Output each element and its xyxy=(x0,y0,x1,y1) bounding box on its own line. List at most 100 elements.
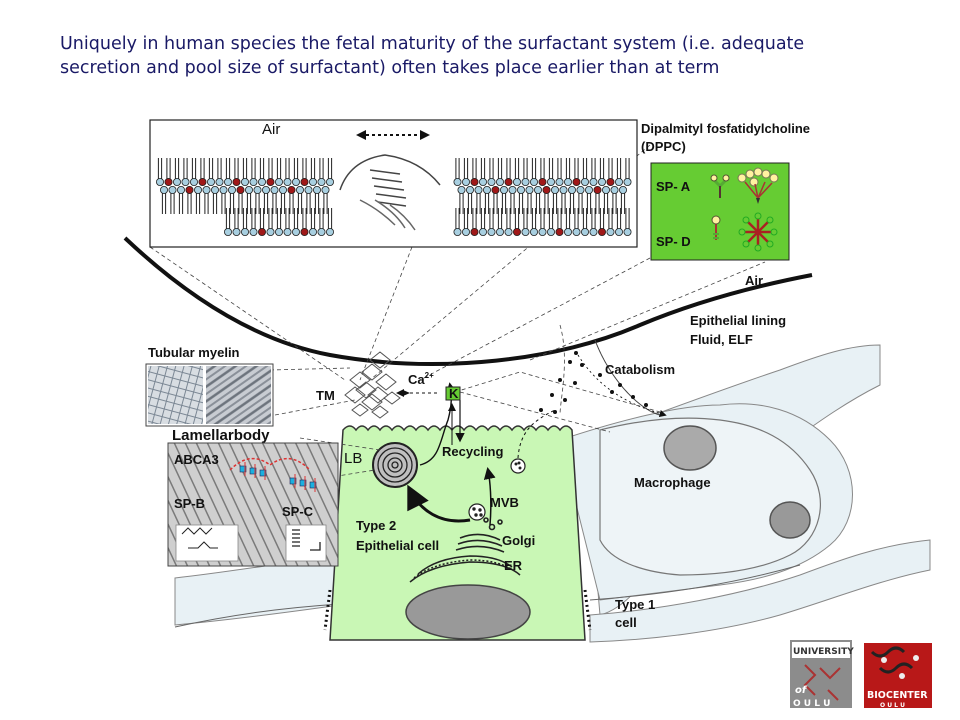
phospholipid xyxy=(487,208,496,236)
phospholipid xyxy=(266,158,275,186)
phospholipid xyxy=(300,158,309,186)
tubular-myelin-micrograph xyxy=(145,363,274,427)
phospholipid xyxy=(538,158,547,186)
macrophage-label: Macrophage xyxy=(634,475,711,490)
phospholipid xyxy=(474,185,483,214)
multivesicular-body xyxy=(468,503,486,521)
recycling-vesicle xyxy=(510,458,526,474)
phospholipid xyxy=(568,185,577,214)
university-of-oulu-logo: UNIVERSITY of O U L U xyxy=(790,640,854,709)
phospholipid xyxy=(270,185,279,214)
type1-label-2: cell xyxy=(615,615,637,630)
title-line-2: secretion and pool size of surfactant) o… xyxy=(60,58,720,78)
phospholipid xyxy=(261,185,270,214)
phospholipid xyxy=(461,208,470,236)
phospholipid xyxy=(589,158,598,186)
phospholipid xyxy=(287,185,296,214)
phospholipid xyxy=(219,185,228,214)
phospholipid xyxy=(244,185,253,214)
phospholipid xyxy=(478,208,487,236)
sp-protein-cluster xyxy=(339,154,441,231)
calcium-label: Ca2+ xyxy=(408,371,434,387)
lb-label: LB xyxy=(344,450,362,467)
phospholipid xyxy=(291,158,300,186)
phospholipid xyxy=(232,208,241,236)
phospholipid xyxy=(291,208,300,236)
recycling-label: Recycling xyxy=(442,444,503,459)
phospholipid xyxy=(249,158,258,186)
phospholipid xyxy=(593,185,602,214)
phospholipid xyxy=(491,185,500,214)
phospholipid xyxy=(551,185,560,214)
biocenter-oulu-logo: BIOCENTER O U L U xyxy=(864,643,932,709)
phospholipid xyxy=(499,185,508,214)
air-liquid-interface xyxy=(123,236,813,366)
phospholipid xyxy=(619,185,628,214)
phospholipid xyxy=(513,158,522,186)
phospholipid xyxy=(274,158,283,186)
phospholipid xyxy=(576,185,585,214)
phospholipid xyxy=(240,208,249,236)
phospholipid xyxy=(606,208,615,236)
phospholipid xyxy=(530,208,539,236)
phospholipid xyxy=(610,185,619,214)
sp-a-sp-d-panel: SP- A SP- D xyxy=(650,162,790,261)
phospholipid xyxy=(325,208,334,236)
phospholipid xyxy=(317,158,326,186)
phospholipid xyxy=(223,158,232,186)
phospholipid xyxy=(304,185,313,214)
phospholipid xyxy=(317,208,326,236)
phospholipid xyxy=(240,158,249,186)
golgi-label: Golgi xyxy=(502,533,535,548)
k-box xyxy=(445,386,461,401)
phospholipid xyxy=(210,185,219,214)
phospholipid xyxy=(283,158,292,186)
phospholipid-panel: Air xyxy=(149,119,638,248)
phospholipid xyxy=(189,158,198,186)
phospholipid xyxy=(521,158,530,186)
phospholipid xyxy=(623,208,632,236)
er-label: ER xyxy=(504,558,523,573)
abca3-transporter xyxy=(229,457,317,492)
phospholipid xyxy=(513,208,522,236)
phospholipid xyxy=(482,185,491,214)
phospholipid xyxy=(504,208,513,236)
phospholipid xyxy=(168,185,177,214)
phospholipid xyxy=(155,158,164,186)
phospholipid xyxy=(312,185,321,214)
dppc-label-1: Dipalmityl fosfatidylcholine xyxy=(641,121,810,136)
phospholipid xyxy=(547,158,556,186)
phospholipid xyxy=(257,208,266,236)
nucleus xyxy=(405,584,531,640)
phospholipid xyxy=(585,185,594,214)
phospholipid xyxy=(223,208,232,236)
phospholipid xyxy=(278,185,287,214)
phospholipid xyxy=(236,185,245,214)
slide-title: Uniquely in human species the fetal matu… xyxy=(60,32,920,80)
phospholipid xyxy=(581,158,590,186)
phospholipid xyxy=(538,208,547,236)
dppc-label-2: (DPPC) xyxy=(641,139,686,154)
lamellar-body xyxy=(372,442,418,488)
phospholipid xyxy=(253,185,262,214)
type2-label-2: Epithelial cell xyxy=(356,538,439,553)
phospholipid xyxy=(534,185,543,214)
phospholipid xyxy=(193,185,202,214)
phospholipid xyxy=(572,208,581,236)
phospholipid xyxy=(606,158,615,186)
phospholipid xyxy=(542,185,551,214)
phospholipid xyxy=(525,185,534,214)
tm-label: TM xyxy=(316,388,335,403)
phospholipid xyxy=(249,208,258,236)
elf-label-1: Epithelial lining xyxy=(690,313,786,328)
phospholipid xyxy=(564,158,573,186)
phospholipid xyxy=(159,185,168,214)
phospholipid xyxy=(547,208,556,236)
tubular-myelin-label: Tubular myelin xyxy=(148,345,240,360)
phospholipid xyxy=(453,158,462,186)
phospholipid xyxy=(555,158,564,186)
phospholipid xyxy=(470,208,479,236)
title-line-1: Uniquely in human species the fetal matu… xyxy=(60,34,805,54)
sp-b-label: SP-B xyxy=(174,496,205,511)
